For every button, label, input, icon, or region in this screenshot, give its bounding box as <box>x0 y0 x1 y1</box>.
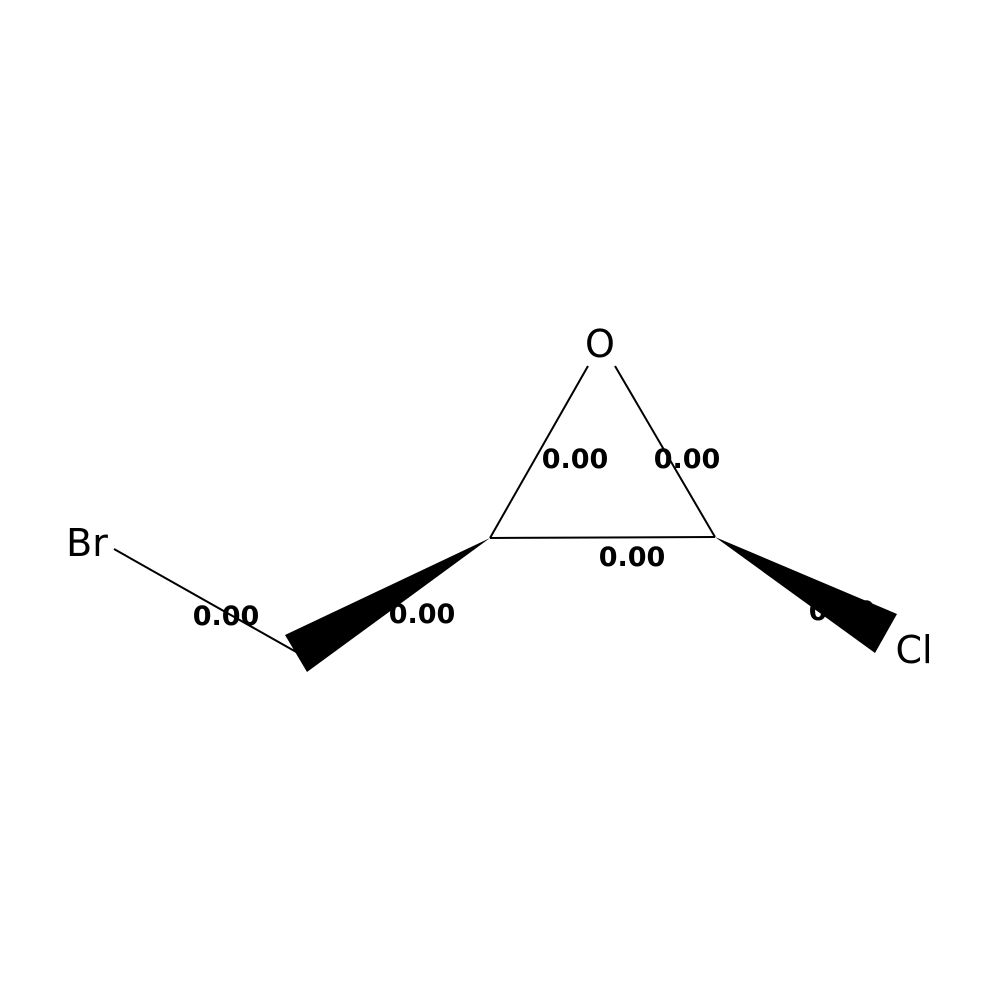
wedge-bond-c2-ch2 <box>285 538 490 672</box>
bond-o-c3 <box>614 365 716 538</box>
atom-oxygen: O <box>585 322 615 366</box>
bond-c2-c3 <box>489 536 716 539</box>
bond-label-c2-o: 0.00 <box>542 444 609 475</box>
atom-bromine: Br <box>66 521 108 565</box>
bond-c2-o <box>489 365 589 539</box>
bond-label-c2-c3: 0.00 <box>599 542 666 573</box>
bond-label-ch2-br: 0.00 <box>193 601 260 632</box>
bond-label-c2-ch2: 0.00 <box>389 599 456 630</box>
atom-chlorine: Cl <box>895 628 932 672</box>
wedge-bond-c3-cl <box>715 537 897 653</box>
bond-label-o-c3: 0.00 <box>654 444 721 475</box>
bond-label-c3-cl: 0.00 <box>809 596 876 627</box>
bond-ch2-br <box>113 548 299 654</box>
